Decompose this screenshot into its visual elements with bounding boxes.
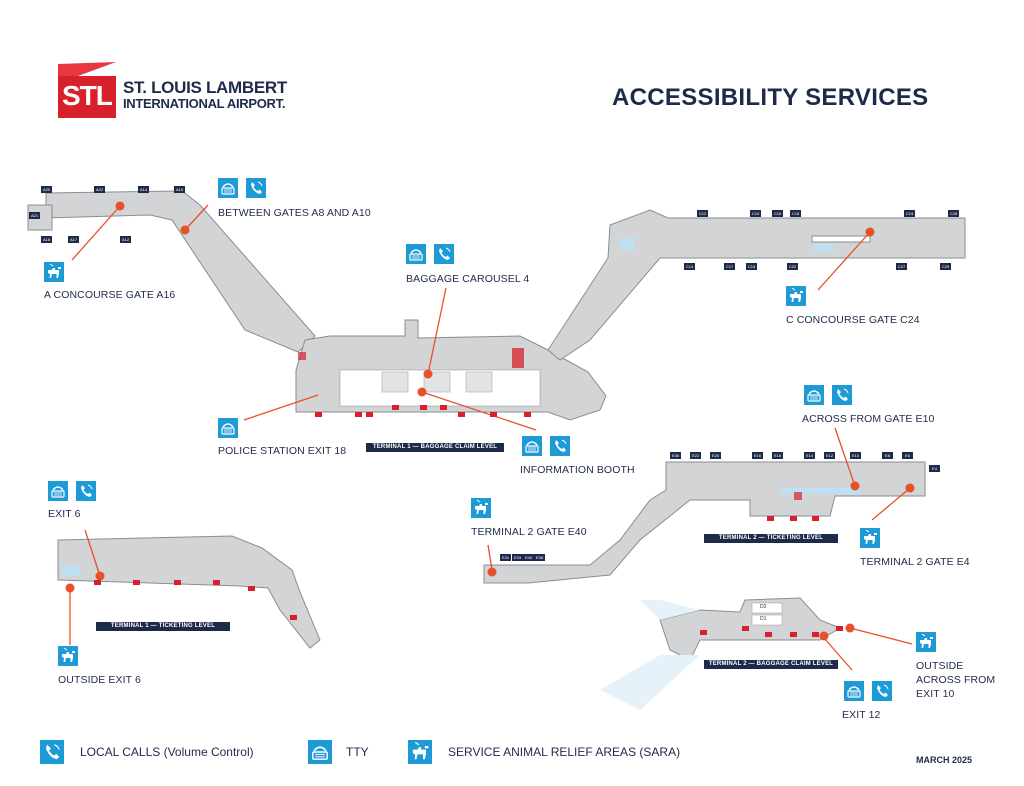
callout-label: EXIT 10 <box>916 688 955 700</box>
sara-markers <box>65 201 915 641</box>
phone-icon <box>872 681 892 701</box>
service-animal-icon <box>408 740 432 764</box>
gate-label: C17 <box>724 263 735 270</box>
t1-ticketing-level <box>57 535 321 649</box>
gate-label: E40 <box>523 554 534 561</box>
service-animal-icon <box>916 632 936 652</box>
publication-date: MARCH 2025 <box>916 755 973 765</box>
t2-baggage-level <box>600 597 842 710</box>
t1-baggage-level <box>295 319 607 421</box>
legend-phone-label: LOCAL CALLS (Volume Control) <box>80 745 254 759</box>
callout-label: TERMINAL 2 GATE E4 <box>860 556 970 568</box>
callout-label: BETWEEN GATES A8 AND A10 <box>218 207 371 219</box>
gate-label: C24 <box>904 210 915 217</box>
carousel-label: D1 <box>760 616 767 622</box>
level-label: TERMINAL 2 — TICKETING LEVEL <box>704 534 838 543</box>
callout-label: ACROSS FROM <box>916 674 996 686</box>
gate-label: C28 <box>948 210 959 217</box>
gate-label: E12 <box>824 452 835 459</box>
gate-label: E36 <box>670 452 681 459</box>
callout-label: ACROSS FROM GATE E10 <box>802 413 935 425</box>
phone-icon <box>832 385 852 405</box>
gate-label: E16 <box>752 452 763 459</box>
gate-label: A14 <box>138 186 149 193</box>
gate-label: C15 <box>746 263 757 270</box>
gate-label: C12 <box>697 210 708 217</box>
tty-icon <box>406 244 426 264</box>
service-animal-icon <box>860 528 880 548</box>
tty-icon <box>218 178 238 198</box>
gate-label: C18 <box>790 210 801 217</box>
t2-ticketing-level <box>483 461 926 584</box>
gate-label: E31 <box>500 554 511 561</box>
legend-sara-label: SERVICE ANIMAL RELIEF AREAS (SARA) <box>448 745 681 759</box>
service-animal-icon <box>44 262 64 282</box>
logo-name-line1: ST. LOUIS LAMBERT <box>123 78 287 97</box>
gate-label: E8 <box>882 452 893 459</box>
tty-icon <box>48 481 68 501</box>
tty-icon <box>308 740 332 764</box>
gate-label: E33 <box>512 554 523 561</box>
gate-label: E20 <box>710 452 721 459</box>
phone-icon <box>550 436 570 456</box>
gate-label: E38 <box>534 554 545 561</box>
tty-icon <box>218 418 238 438</box>
gate-label: A15 <box>174 186 185 193</box>
gate-label: E18 <box>772 452 783 459</box>
phone-icon <box>40 740 64 764</box>
gate-label: A12 <box>120 236 131 243</box>
tty-icon <box>522 436 542 456</box>
page-title: ACCESSIBILITY SERVICES <box>612 84 929 111</box>
callout-leaders <box>69 204 913 671</box>
c-concourse <box>547 209 966 361</box>
callout-label: A CONCOURSE GATE A16 <box>44 289 176 301</box>
carousel-label: D2 <box>760 604 767 610</box>
callout-label: EXIT 6 <box>48 508 81 520</box>
callout-label: OUTSIDE EXIT 6 <box>58 674 141 686</box>
phone-icon <box>76 481 96 501</box>
a-concourse <box>27 190 316 353</box>
level-label: TERMINAL 1 — TICKETING LEVEL <box>96 622 230 631</box>
gate-label: A20 <box>41 186 52 193</box>
service-animal-icon <box>471 498 491 518</box>
callout-label: EXIT 12 <box>842 709 881 721</box>
gate-label: E14 <box>804 452 815 459</box>
tty-icon <box>844 681 864 701</box>
callout-label: OUTSIDE <box>916 660 964 672</box>
level-label: TERMINAL 2 — BAGGAGE CLAIM LEVEL <box>704 660 838 669</box>
legend-tty-label: TTY <box>346 745 369 759</box>
level-label: TERMINAL 1 — BAGGAGE CLAIM LEVEL <box>366 443 504 452</box>
gate-label: E10 <box>850 452 861 459</box>
gate-label: C16 <box>772 210 783 217</box>
stl-logo-mark <box>58 62 116 118</box>
gate-label: C22 <box>787 263 798 270</box>
logo-name-line2: INTERNATIONAL AIRPORT. <box>123 96 286 111</box>
gate-label: C27 <box>896 263 907 270</box>
gate-label: C10 <box>750 210 761 217</box>
service-animal-icon <box>58 646 78 666</box>
gate-label: E4 <box>929 465 940 472</box>
gate-label: A21 <box>29 212 40 219</box>
phone-icon <box>434 244 454 264</box>
callout-label: INFORMATION BOOTH <box>520 464 635 476</box>
callout-label: BAGGAGE CAROUSEL 4 <box>406 273 530 285</box>
gate-label: E22 <box>690 452 701 459</box>
callout-label: POLICE STATION EXIT 18 <box>218 445 347 457</box>
phone-icon <box>246 178 266 198</box>
exit-tabs <box>94 405 843 637</box>
service-animal-icon <box>786 286 806 306</box>
gate-label: A17 <box>68 236 79 243</box>
gate-label: E6 <box>902 452 913 459</box>
callout-label: C CONCOURSE GATE C24 <box>786 314 920 326</box>
gate-label: C14 <box>684 263 695 270</box>
logo-letters: STL <box>62 80 113 111</box>
tty-icon <box>804 385 824 405</box>
gate-label: C29 <box>940 263 951 270</box>
callout-label: TERMINAL 2 GATE E40 <box>471 526 587 538</box>
gate-label: A18 <box>41 236 52 243</box>
gate-label: A22 <box>94 186 105 193</box>
